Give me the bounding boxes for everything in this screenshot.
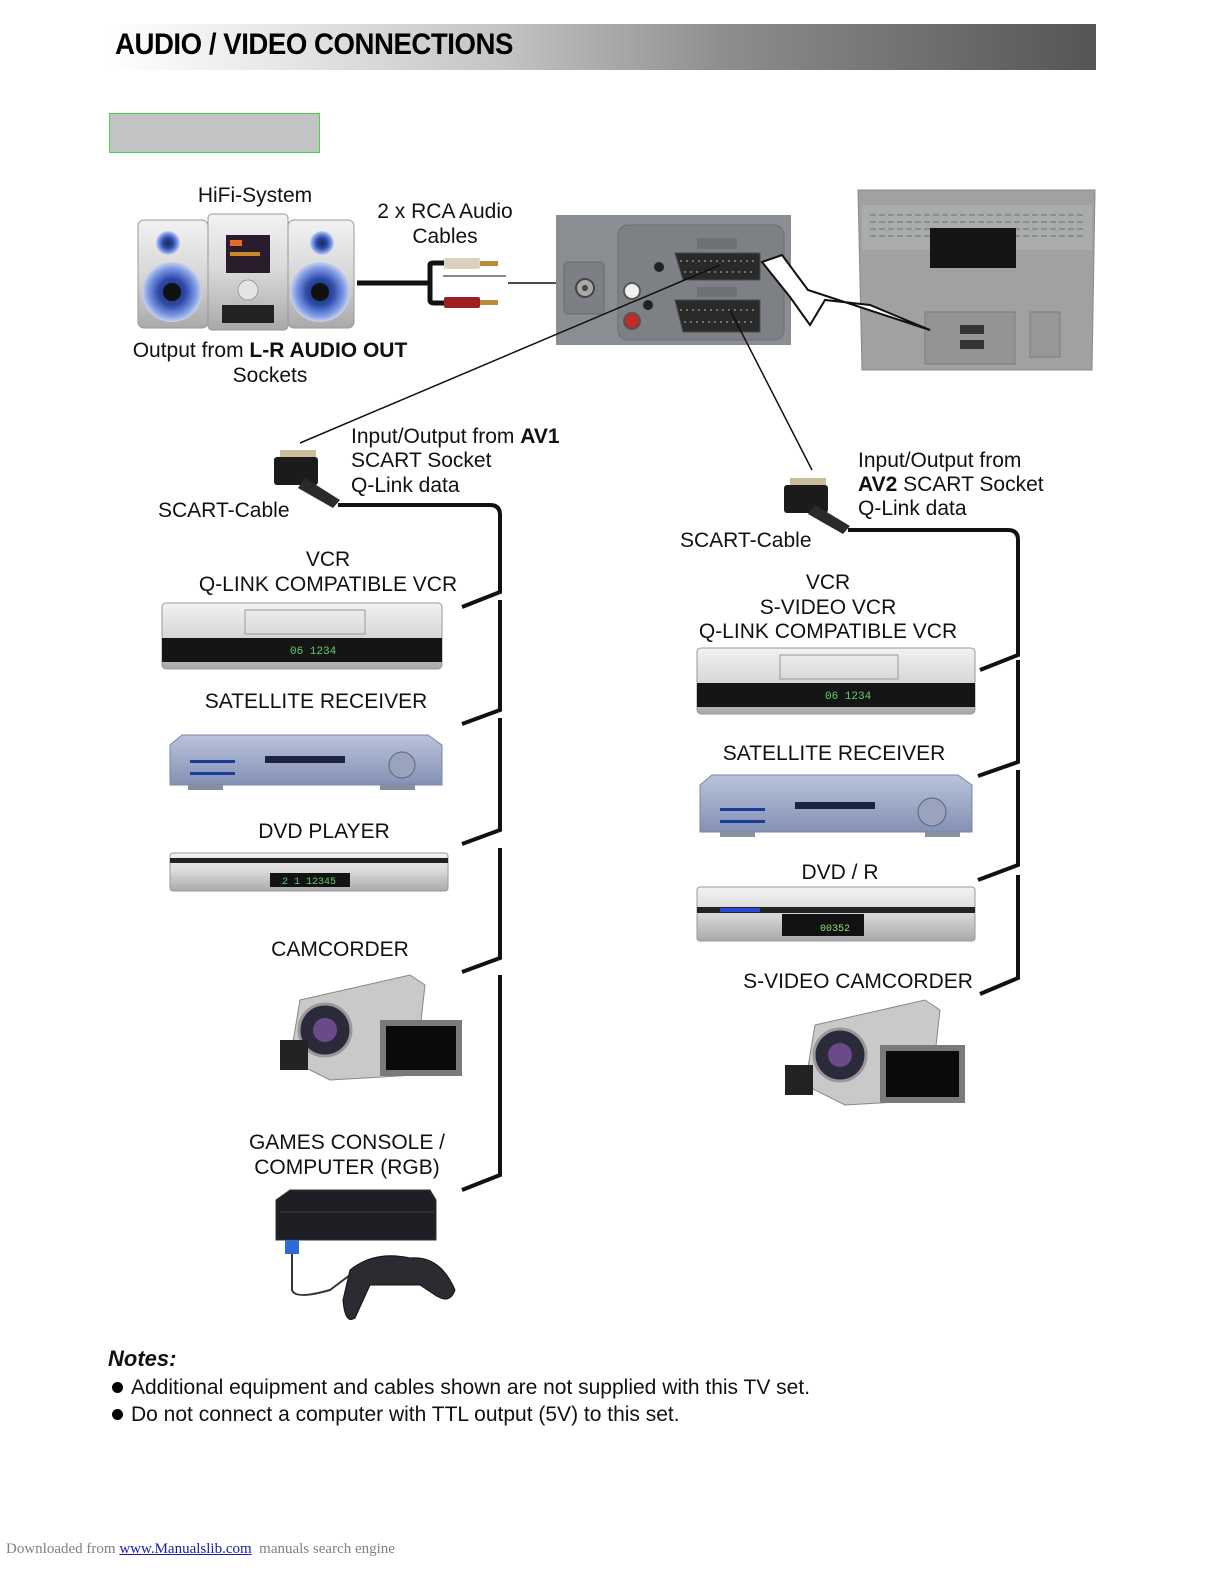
tv-rear-icon (857, 189, 1096, 371)
right-device-vcr-label: VCR (805, 571, 851, 594)
satellite-receiver-icon (699, 774, 973, 837)
left-scart-chain-cable (338, 503, 502, 1192)
rca-cables-label-line1: 2 x RCA Audio (377, 200, 513, 223)
satellite-receiver-icon (169, 734, 443, 790)
right-device-dvdr-label: DVD / R (801, 861, 879, 884)
manualslib-link[interactable]: www.Manualslib.com (119, 1541, 252, 1557)
camcorder-icon (785, 999, 965, 1106)
right-device-vcr-label: Q-LINK COMPATIBLE VCR (698, 620, 958, 643)
placeholder-tab-box (109, 113, 320, 153)
scart-cable-left-label: SCART-Cable (158, 499, 290, 522)
svg-text:00352: 00352 (820, 924, 850, 935)
scart-plug-left-icon (274, 450, 340, 508)
page-title: AUDIO / VIDEO CONNECTIONS (115, 28, 513, 61)
rca-cables-label-line2: Cables (412, 225, 478, 248)
svg-text:2 1 12345: 2 1 12345 (282, 877, 336, 888)
right-scart-chain-cable (848, 528, 1020, 996)
tv-connector-panel-icon (556, 215, 791, 345)
vcr-icon: 06 1234 (161, 602, 443, 670)
left-device-vcr-label: Q-LINK COMPATIBLE VCR (198, 573, 458, 596)
scart-cable-right-label: SCART-Cable (680, 529, 812, 552)
av1-io-label-line3: Q-Link data (351, 474, 460, 497)
bullet-icon (112, 1408, 123, 1420)
audio-out-label: Output from L-R AUDIO OUT (132, 339, 408, 362)
av2-io-label-line2: AV2 SCART Socket (858, 473, 1044, 496)
left-device-dvd-label: DVD PLAYER (258, 820, 390, 843)
dvd-player-icon: 2 1 12345 (169, 852, 449, 892)
rca-cable-icon (357, 258, 580, 308)
left-device-console-label: COMPUTER (RGB) (254, 1156, 440, 1179)
vcr-icon: 06 1234 (696, 647, 976, 715)
callout-arrow (760, 253, 931, 331)
hifi-system-icon (137, 213, 355, 331)
right-device-camcorder-label: S-VIDEO CAMCORDER (743, 970, 973, 993)
footer: Downloaded from www.Manualslib.com manua… (6, 1541, 395, 1557)
camcorder-icon (280, 974, 462, 1081)
left-device-camcorder-label: CAMCORDER (271, 938, 409, 961)
hifi-system-label: HiFi-System (197, 184, 313, 207)
bullet-icon (112, 1381, 123, 1393)
av1-io-label-line2: SCART Socket (351, 449, 492, 472)
av2-io-label: Input/Output from (858, 449, 1022, 472)
audio-out-label-line2: Sockets (232, 364, 308, 387)
notes-title: Notes: (108, 1346, 177, 1371)
svg-text:06 1234: 06 1234 (825, 691, 872, 703)
left-device-console-label: GAMES CONSOLE / (248, 1131, 446, 1154)
note-item: Additional equipment and cables shown ar… (108, 1376, 810, 1400)
av2-io-label-line3: Q-Link data (858, 497, 967, 520)
section-header-bar (108, 24, 1096, 70)
right-device-satellite-label: SATELLITE RECEIVER (722, 742, 946, 765)
left-device-vcr-label: VCR (305, 548, 351, 571)
dvd-recorder-icon: 00352 (696, 886, 976, 942)
games-console-icon (275, 1189, 456, 1320)
left-device-satellite-label: SATELLITE RECEIVER (204, 690, 428, 713)
av1-io-label: Input/Output from AV1 (351, 425, 560, 448)
note-item: Do not connect a computer with TTL outpu… (108, 1403, 680, 1427)
right-device-vcr-label: S-VIDEO VCR (759, 596, 897, 619)
svg-text:06 1234: 06 1234 (290, 646, 337, 658)
scart-plug-right-icon (784, 478, 850, 534)
